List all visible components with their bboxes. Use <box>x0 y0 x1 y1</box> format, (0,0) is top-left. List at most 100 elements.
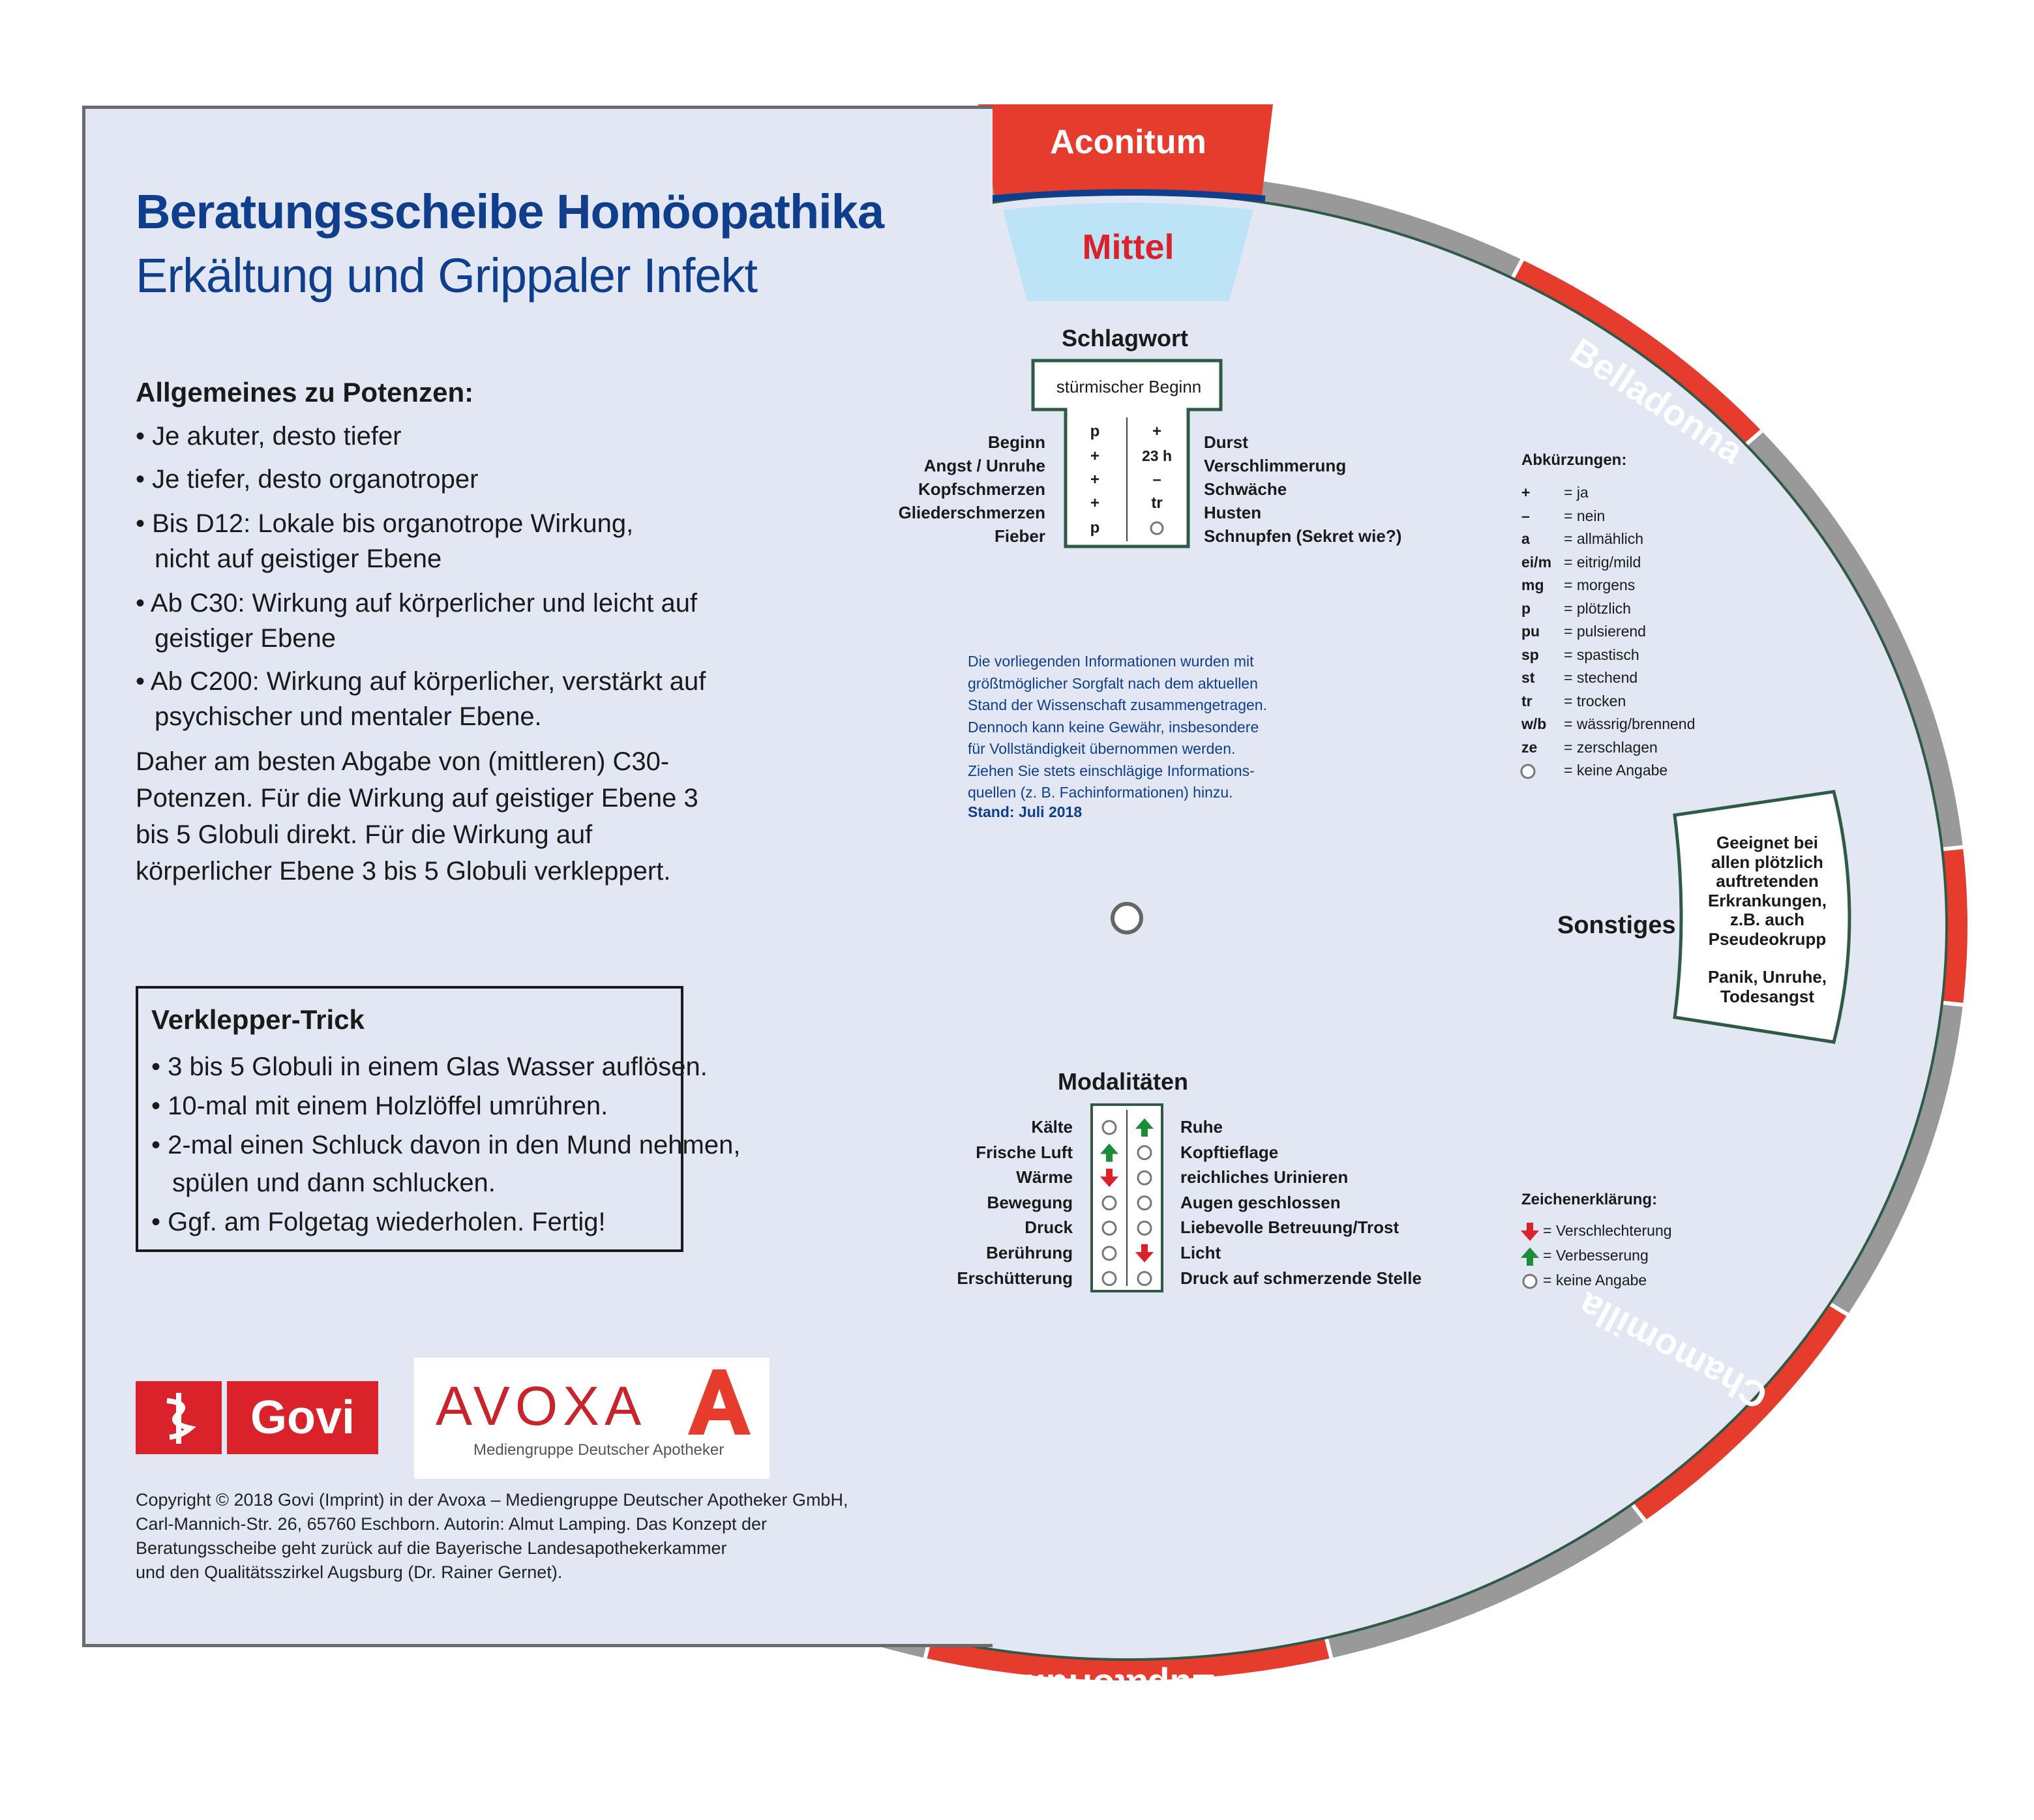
schlag-left-label: Gliederschmerzen <box>898 503 1045 522</box>
zeichenerklaerung-heading: Zeichenerklärung: <box>1521 1191 1658 1208</box>
no-info-circle-icon <box>1137 1170 1152 1186</box>
abk-value: = trocken <box>1564 692 1626 709</box>
govi-logo: Govi <box>227 1381 378 1454</box>
potenz-bullet: • Ab C200: Wirkung auf körperlicher, ver… <box>136 667 706 696</box>
modal-left-label: Frische Luft <box>976 1142 1073 1162</box>
schlag-right-value: – <box>1152 471 1161 488</box>
disclaimer-line: größtmöglicher Sorgfalt nach dem aktuell… <box>968 674 1258 692</box>
abk-key: pu <box>1521 623 1540 640</box>
sonstiges-line: Erkrankungen, <box>1707 890 1827 910</box>
remedy-window-tab <box>978 104 1273 196</box>
modal-right-label: Kopftieflage <box>1180 1142 1279 1162</box>
trick-item-cont: spülen und dann schlucken. <box>172 1169 496 1197</box>
abk-value: = allmählich <box>1564 530 1644 547</box>
schlagwort-value: stürmischer Beginn <box>1056 377 1202 396</box>
no-info-circle-icon <box>1101 1271 1117 1287</box>
modal-right-label: Augen geschlossen <box>1180 1192 1341 1212</box>
potenz-bullet: • Je tiefer, desto organotroper <box>136 465 479 494</box>
sonstiges-box <box>1673 790 1851 1044</box>
schlag-right-label: Durst <box>1204 432 1248 452</box>
govi-logo-mark <box>136 1381 222 1454</box>
schlag-right-value: 23 h <box>1141 447 1173 464</box>
abk-value: = morgens <box>1564 576 1636 593</box>
window-mittel-area <box>1003 203 1253 301</box>
no-info-circle-icon <box>1137 1271 1152 1287</box>
arrow-down-icon <box>1521 1223 1539 1241</box>
modalitaeten-heading: Modalitäten <box>1058 1068 1189 1095</box>
modal-right-label: Liebevolle Betreuung/Trost <box>1180 1217 1399 1238</box>
disclaimer-date: Stand: Juli 2018 <box>968 803 1083 820</box>
avoxa-subline: Mediengruppe Deutscher Apotheker <box>473 1441 725 1459</box>
arrow-up-icon <box>1521 1247 1539 1266</box>
arrow-up-icon <box>1100 1143 1118 1162</box>
abk-key: – <box>1521 507 1530 524</box>
rim-label-eupatorium[interactable]: Eupatorium <box>1013 1667 1216 1708</box>
abk-key: sp <box>1521 646 1539 663</box>
current-remedy-label[interactable]: Aconitum <box>1050 123 1206 161</box>
window-arc-line <box>987 189 1266 202</box>
abk-value: = zerschlagen <box>1564 738 1658 756</box>
sonstiges-line: auftretenden <box>1716 871 1819 891</box>
sonstiges-line: Todesangst <box>1720 986 1814 1006</box>
legend-icons <box>1521 1223 1539 1289</box>
no-info-circle-icon <box>1137 1145 1152 1161</box>
abk-key: w/b <box>1521 715 1547 732</box>
legend-text: = Verbesserung <box>1543 1247 1649 1264</box>
abk-key: a <box>1521 530 1530 547</box>
apotheke-a-icon <box>688 1369 751 1435</box>
abk-value: = nein <box>1564 507 1606 524</box>
abk-value: = ja <box>1564 484 1589 501</box>
schlag-left-value: + <box>1090 494 1099 512</box>
avoxa-wordmark: AVOXA <box>436 1375 647 1437</box>
avoxa-logo <box>414 1358 770 1479</box>
no-info-circle-icon <box>1101 1220 1117 1236</box>
modal-right-label: reichliches Urinieren <box>1180 1167 1349 1187</box>
disclaimer-line: für Vollständigkeit übernommen werden. <box>968 740 1236 757</box>
abk-value: = eitrig/mild <box>1564 553 1641 571</box>
arrow-down-icon <box>1135 1244 1154 1262</box>
schlag-right-label: Verschlimmerung <box>1204 456 1347 475</box>
schlag-right-value: tr <box>1151 494 1163 512</box>
modal-left-label: Erschütterung <box>957 1268 1073 1288</box>
schlag-left-label: Kopfschmerzen <box>918 479 1045 499</box>
arrow-up-icon <box>1135 1118 1154 1137</box>
trick-item: • 2-mal einen Schluck davon in den Mund … <box>151 1131 741 1159</box>
schlag-left-value: p <box>1090 519 1100 537</box>
potenzen-heading: Allgemeines zu Potenzen: <box>136 377 474 408</box>
potenzen-paragraph: Daher am besten Abgabe von (mittleren) C… <box>136 747 698 886</box>
sonstiges-spacer <box>1689 949 1846 968</box>
abk-key: p <box>1521 599 1531 617</box>
disclaimer-text: Die vorliegenden Informationen wurden mi… <box>968 651 1267 804</box>
sonstiges-line: Panik, Unruhe, <box>1707 967 1827 987</box>
modalitaeten-marks <box>1100 1118 1154 1287</box>
schlag-right-label: Schwäche <box>1204 479 1287 499</box>
no-info-circle-icon <box>1101 1246 1117 1261</box>
schlag-left-value: + <box>1090 447 1099 465</box>
abk-key: st <box>1521 669 1535 686</box>
disclaimer-line: Stand der Wissenschaft zusammengetragen. <box>968 696 1267 713</box>
abk-value: = keine Angabe <box>1564 762 1668 779</box>
abk-circle-icon <box>1520 764 1536 779</box>
disclaimer-line: Ziehen Sie stets einschlägige Informatio… <box>968 762 1255 779</box>
mittel-label: Mittel <box>1082 228 1174 267</box>
govi-staff-icon <box>166 1393 196 1444</box>
wheel-center-pivot[interactable] <box>1111 902 1143 934</box>
no-info-circle-icon <box>1101 1195 1117 1211</box>
page-subtitle: Erkältung und Grippaler Infekt <box>136 248 758 303</box>
abkuerzungen-heading: Abkürzungen: <box>1521 451 1627 469</box>
schlag-left-value: p <box>1090 423 1100 440</box>
sonstiges-heading: Sonstiges <box>1557 912 1676 939</box>
disclaimer-line: Dennoch kann keine Gewähr, insbesondere <box>968 718 1259 736</box>
trick-heading: Verklepper-Trick <box>151 1004 365 1035</box>
no-info-circle-icon <box>1522 1274 1538 1289</box>
abk-value: = plötzlich <box>1564 599 1631 617</box>
potenz-bullet: • Je akuter, desto tiefer <box>136 422 402 451</box>
legend-text: = keine Angabe <box>1543 1272 1647 1289</box>
abk-key: ei/m <box>1521 553 1552 571</box>
schlag-right-label: Husten <box>1204 503 1262 522</box>
verklepper-trick-box <box>136 986 683 1252</box>
modal-left-label: Kälte <box>1031 1117 1073 1137</box>
schlag-left-label: Fieber <box>994 526 1045 546</box>
abk-key: + <box>1521 484 1531 501</box>
disclaimer-line: quellen (z. B. Fachinformationen) hinzu. <box>968 784 1233 801</box>
